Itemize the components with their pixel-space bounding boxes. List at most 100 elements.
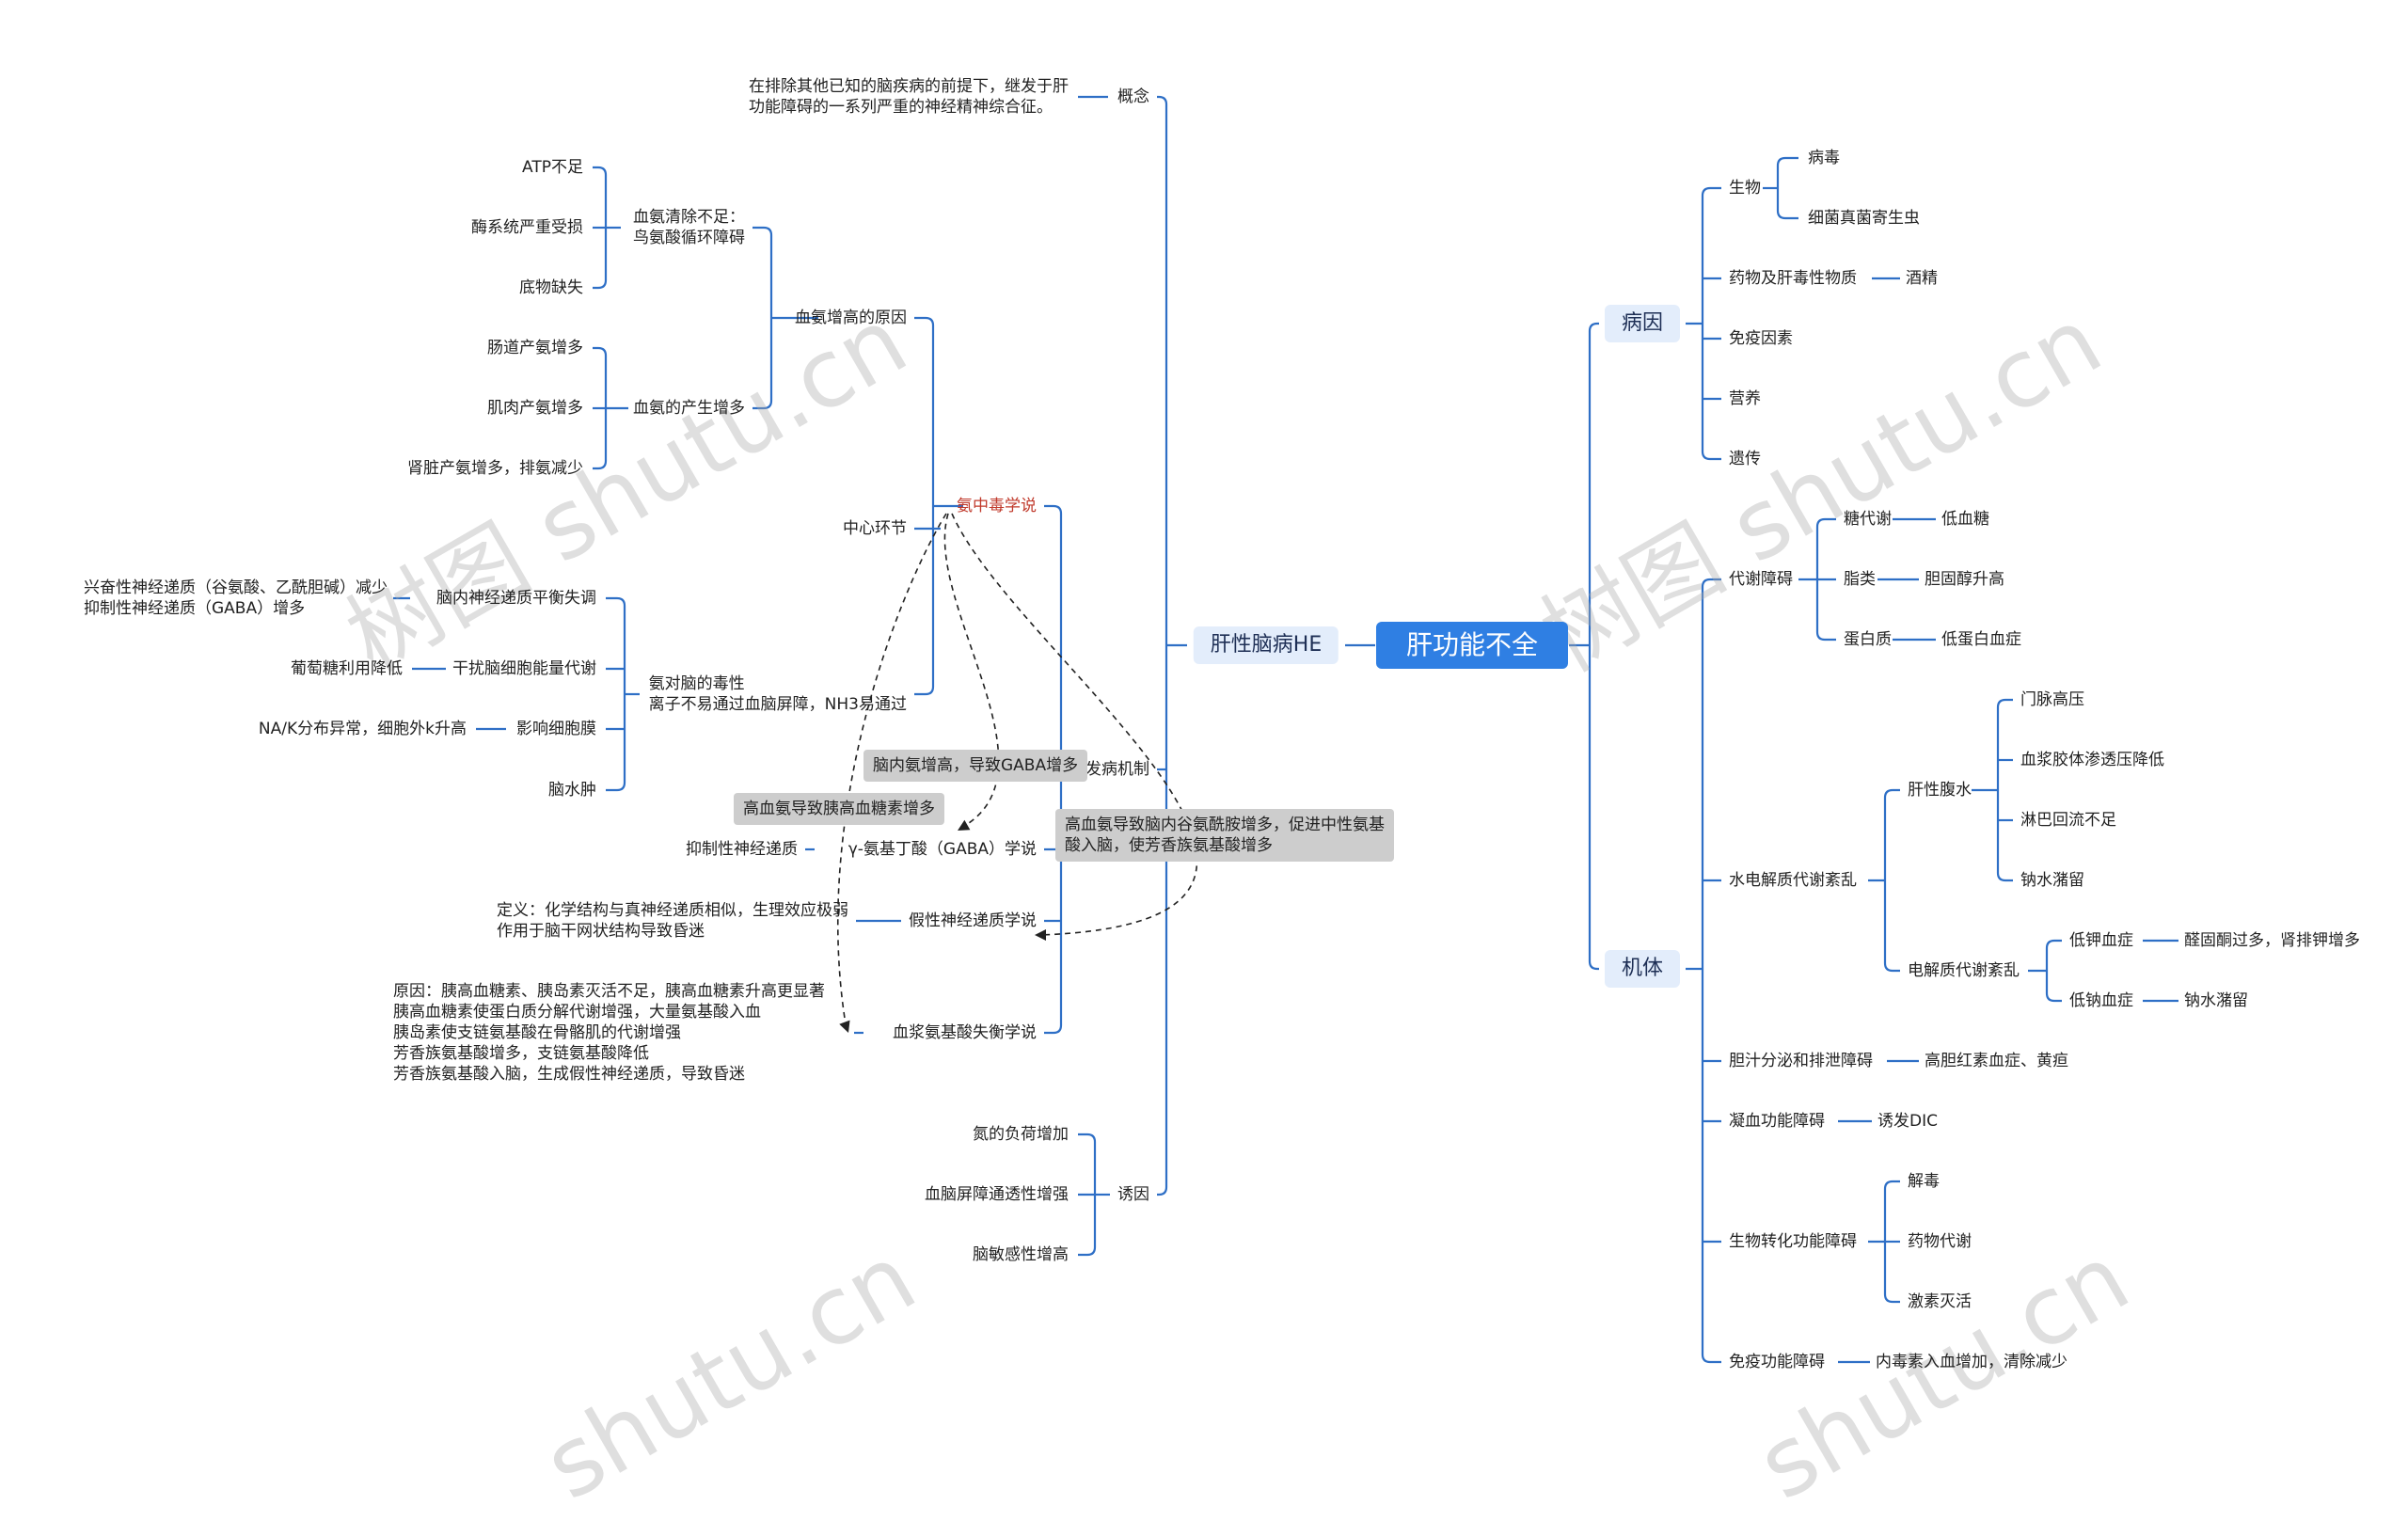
clear-item[interactable]: 底物缺失	[519, 278, 583, 297]
connector-line	[593, 166, 608, 176]
connector-line	[593, 346, 608, 356]
connector-line	[914, 316, 935, 326]
arrow-head	[1035, 929, 1046, 941]
met-key[interactable]: 糖代谢	[1844, 510, 1892, 529]
topic-body[interactable]: 机体	[1604, 950, 1681, 988]
topic-cause[interactable]: 病因	[1604, 305, 1681, 342]
coag-detail: 诱发DIC	[1877, 1112, 1938, 1131]
ascites-item[interactable]: 血浆胶体渗透压降低	[2020, 751, 2164, 769]
node-bile[interactable]: 胆汁分泌和排泄障碍	[1729, 1052, 1873, 1070]
low-na-detail: 钠水潴留	[2184, 991, 2248, 1010]
connector-line	[1701, 578, 1721, 588]
node-nutrition[interactable]: 营养	[1729, 389, 1761, 408]
connector-line	[1588, 322, 1599, 332]
produce-item[interactable]: 肾脏产氨增多，排氨减少	[407, 459, 583, 478]
node-ammonia-rise[interactable]: 血氨增高的原因	[795, 309, 907, 327]
connector-line	[1776, 210, 1798, 220]
node-amino-imbalance[interactable]: 血浆氨基酸失衡学说	[893, 1023, 1037, 1042]
node-electrolyte[interactable]: 电解质代谢紊乱	[1908, 961, 2020, 980]
node-metabolic[interactable]: 代谢障碍	[1729, 570, 1793, 589]
note-glucagon[interactable]: 高血氨导致胰高血糖素增多	[734, 793, 944, 825]
amino-imbalance-detail: 原因：胰高血糖素、胰岛素灭活不足，胰高血糖素升高更显著 胰高血糖素使蛋白质分解代…	[393, 982, 825, 1084]
met-value[interactable]: 低蛋白血症	[1941, 630, 2021, 649]
inducement-item[interactable]: 氮的负荷增加	[973, 1125, 1069, 1144]
node-ammonia-toxicity[interactable]: 氨对脑的毒性 离子不易通过血脑屏障，NH3易通过	[648, 674, 907, 714]
connector-line	[1815, 631, 1836, 642]
bio-item[interactable]: 病毒	[1808, 149, 1840, 167]
node-imbalance[interactable]: 脑内神经递质平衡失调	[436, 589, 596, 608]
biotrans-item[interactable]: 药物代谢	[1908, 1232, 1972, 1251]
connector-line	[1078, 1246, 1097, 1257]
inducement-item[interactable]: 血脑屏障通透性增强	[925, 1185, 1069, 1204]
node-ascites[interactable]: 肝性腹水	[1908, 781, 1972, 800]
node-immune-fn[interactable]: 免疫功能障碍	[1729, 1353, 1825, 1371]
node-mechanism[interactable]: 发病机制	[1085, 760, 1149, 779]
node-low-k[interactable]: 低钾血症	[2069, 931, 2133, 950]
inducement-item[interactable]: 脑敏感性增高	[973, 1245, 1069, 1264]
connector-lines	[393, 95, 2178, 1364]
relation-curve	[943, 513, 1000, 829]
connector-line	[2045, 939, 2062, 949]
node-immune[interactable]: 免疫因素	[1729, 329, 1793, 348]
node-energy[interactable]: 干扰脑细胞能量代谢	[452, 659, 596, 678]
node-low-na[interactable]: 低钠血症	[2069, 991, 2133, 1010]
clear-item[interactable]: 酶系统严重受损	[471, 218, 583, 237]
node-membrane[interactable]: 影响细胞膜	[516, 720, 596, 738]
met-value[interactable]: 低血糖	[1941, 510, 1989, 529]
drug-item[interactable]: 酒精	[1906, 269, 1938, 288]
bio-item[interactable]: 细菌真菌寄生虫	[1808, 209, 1920, 228]
connector-line	[593, 460, 608, 470]
node-bio[interactable]: 生物	[1729, 179, 1761, 198]
connector-line	[914, 686, 935, 696]
note-glutamine[interactable]: 高血氨导致脑内谷氨酰胺增多，促进中性氨基 酸入脑，使芳香族氨基酸增多	[1055, 809, 1394, 862]
node-edema[interactable]: 脑水肿	[548, 781, 596, 800]
node-gaba-theory[interactable]: γ-氨基丁酸（GABA）学说	[848, 840, 1037, 859]
connector-line	[1078, 1133, 1097, 1143]
connector-line	[606, 782, 626, 792]
imbalance-detail: 兴奋性神经递质（谷氨酸、乙酰胆碱）减少 抑制性神经递质（GABA）增多	[84, 578, 388, 618]
connector-line	[1815, 517, 1836, 528]
connector-line	[1883, 788, 1900, 799]
node-ammonia-theory[interactable]: 氨中毒学说	[957, 497, 1037, 515]
connector-line	[606, 596, 626, 607]
connector-line	[1588, 960, 1599, 971]
node-heredity[interactable]: 遗传	[1729, 450, 1761, 468]
met-key[interactable]: 蛋白质	[1844, 630, 1892, 649]
root-topic[interactable]: 肝功能不全	[1375, 622, 1569, 669]
connector-line	[593, 279, 608, 290]
node-concept[interactable]: 概念	[1117, 87, 1149, 106]
produce-item[interactable]: 肌肉产氨增多	[487, 399, 583, 418]
node-inducement[interactable]: 诱因	[1117, 1185, 1149, 1204]
biotrans-item[interactable]: 激素灭活	[1908, 1292, 1972, 1311]
node-drug[interactable]: 药物及肝毒性物质	[1729, 269, 1857, 288]
connector-line	[1883, 1293, 1900, 1304]
connector-line	[752, 226, 773, 236]
clear-item[interactable]: ATP不足	[522, 158, 583, 177]
gaba-detail: 抑制性神经递质	[686, 840, 798, 859]
bile-detail: 高胆红素血症、黄疸	[1925, 1052, 2068, 1070]
connector-line	[1701, 186, 1721, 197]
connector-line	[2045, 992, 2062, 1003]
ascites-item[interactable]: 钠水潴留	[2020, 871, 2084, 890]
connector-line	[1996, 698, 2013, 708]
biotrans-item[interactable]: 解毒	[1908, 1172, 1940, 1191]
node-central-link[interactable]: 中心环节	[843, 519, 907, 538]
false-nt-detail: 定义：化学结构与真神经递质相似，生理效应极弱 作用于脑干网状结构导致昏迷	[497, 901, 848, 941]
connector-line	[1044, 504, 1063, 515]
topic-he[interactable]: 肝性脑病HE	[1193, 626, 1339, 664]
node-ammonia-produce[interactable]: 血氨的产生增多	[633, 399, 745, 418]
connector-line	[1157, 1186, 1168, 1196]
node-coag[interactable]: 凝血功能障碍	[1729, 1112, 1825, 1131]
node-biotrans[interactable]: 生物转化功能障碍	[1729, 1232, 1857, 1251]
ascites-item[interactable]: 门脉高压	[2020, 690, 2084, 709]
produce-item[interactable]: 肠道产氨增多	[487, 339, 583, 357]
met-value[interactable]: 胆固醇升高	[1925, 570, 2004, 589]
node-ammonia-clear[interactable]: 血氨清除不足： 鸟氨酸循环障碍	[633, 208, 745, 247]
ascites-item[interactable]: 淋巴回流不足	[2020, 811, 2116, 830]
node-false-nt[interactable]: 假性神经递质学说	[909, 911, 1037, 930]
node-water-electrolyte[interactable]: 水电解质代谢紊乱	[1729, 871, 1857, 890]
note-gaba[interactable]: 脑内氨增高，导致GABA增多	[863, 750, 1088, 782]
connector-line	[752, 400, 773, 410]
met-key[interactable]: 脂类	[1844, 570, 1876, 589]
connector-line	[1996, 872, 2013, 882]
